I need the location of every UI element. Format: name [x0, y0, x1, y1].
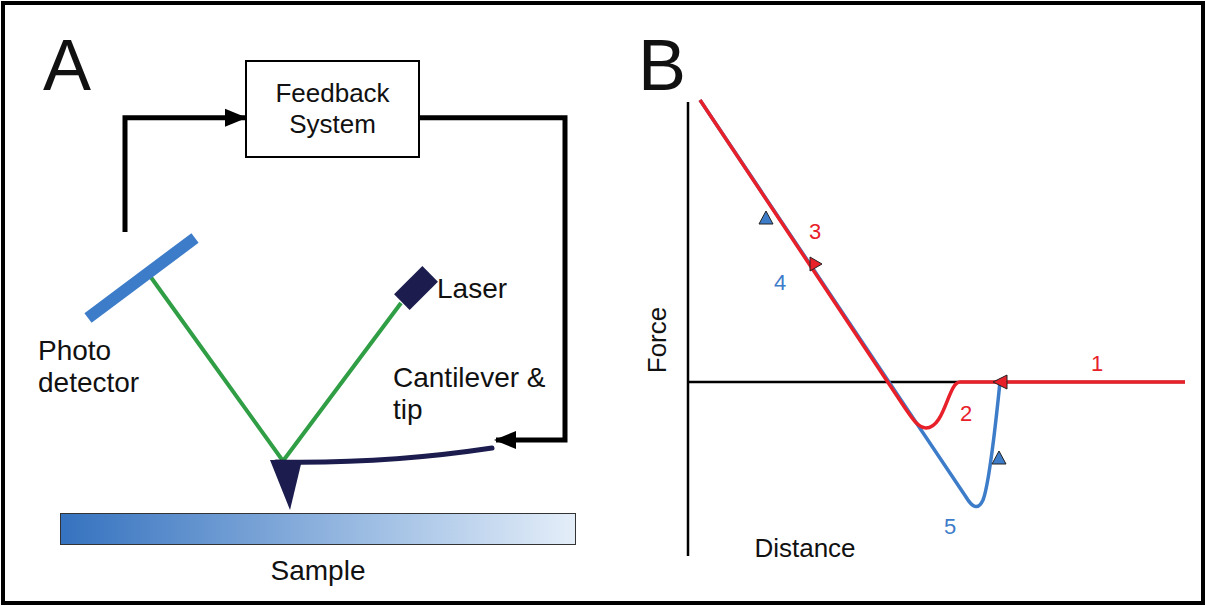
- sample-bar: [60, 513, 576, 545]
- laser-shape: [393, 265, 439, 311]
- callout-number: 2: [960, 403, 972, 425]
- part-label: Photo detector: [38, 335, 178, 399]
- photodetector-shape: [85, 232, 199, 324]
- direction-arrow: [759, 211, 773, 224]
- force-axis: [687, 102, 690, 556]
- axis-label: Force: [644, 307, 670, 373]
- sample: Sample: [60, 513, 576, 593]
- cantilever: Cantilever & tip: [266, 444, 496, 514]
- photodetector: Photo detector: [85, 232, 199, 324]
- box-label: Feedback System: [253, 78, 412, 140]
- frame: [3, 3, 1203, 603]
- callout-number: 3: [809, 221, 821, 243]
- direction-arrow: [992, 451, 1006, 464]
- feedback-box: Feedback System: [245, 60, 420, 158]
- signal-arrow: [125, 118, 245, 232]
- callout-number: 1: [1091, 353, 1103, 375]
- laser-beam: [283, 303, 401, 461]
- cantilever-shape: [266, 444, 496, 514]
- part-label: Cantilever & tip: [393, 362, 553, 426]
- laser-beam: [150, 276, 283, 461]
- direction-arrow: [993, 375, 1007, 389]
- retract-curve: [700, 100, 1000, 507]
- part-label: Sample: [60, 555, 576, 587]
- callout-number: 5: [944, 516, 956, 538]
- part-label: Laser: [437, 273, 537, 305]
- direction-arrow: [810, 257, 822, 271]
- axis-label: Distance: [754, 535, 855, 561]
- panel-letter: B: [638, 29, 686, 101]
- callout-number: 4: [774, 272, 786, 294]
- panel-letter: A: [43, 29, 91, 101]
- approach-curve: [700, 100, 1185, 428]
- laser: Laser: [393, 265, 439, 311]
